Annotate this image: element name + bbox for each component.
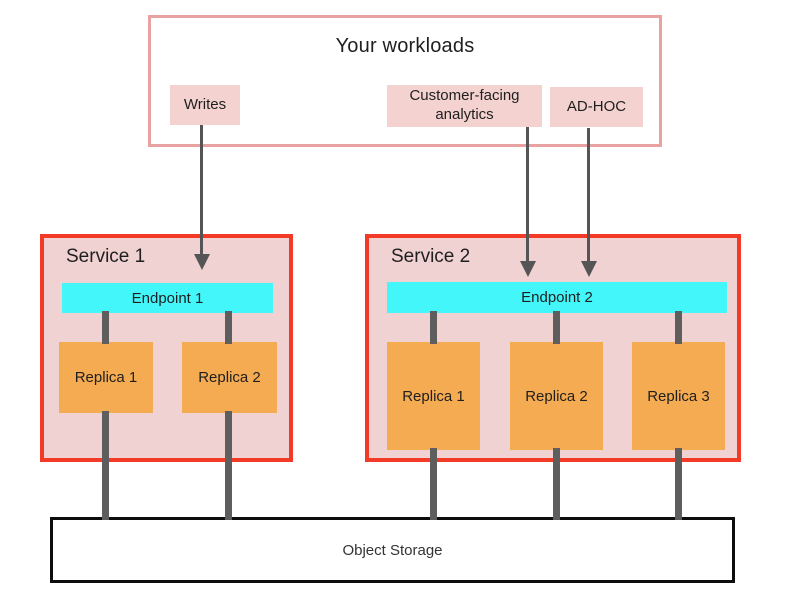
arrow-writes-to-endpoint1-head [194, 254, 210, 270]
connector-s2-endpoint-replica1 [430, 311, 437, 344]
workloads-title: Your workloads [335, 35, 475, 57]
connector-s2-replica1-storage [430, 448, 437, 520]
connector-s1-endpoint-replica1 [102, 311, 109, 344]
service-1-endpoint-label: Endpoint 1 [131, 289, 204, 307]
service-2-replica-2-label: Replica 2 [525, 387, 588, 405]
service-2-replica-2: Replica 2 [510, 342, 603, 450]
arrow-analytics-to-endpoint2-head [520, 261, 536, 277]
workload-customer-facing-analytics-label: Customer-facing analytics [409, 87, 520, 123]
service-2-replica-1-label: Replica 1 [402, 387, 465, 405]
arrow-writes-to-endpoint1-line [200, 125, 203, 256]
workload-writes-label: Writes [183, 95, 227, 113]
service-1-replica-2-label: Replica 2 [198, 369, 261, 386]
service-2-replica-1: Replica 1 [387, 342, 480, 450]
service-1-replica-2: Replica 2 [182, 342, 277, 413]
connector-s2-endpoint-replica2 [553, 311, 560, 344]
arrow-adhoc-to-endpoint2-head [581, 261, 597, 277]
object-storage-label: Object Storage [342, 541, 443, 559]
workload-writes: Writes [170, 85, 240, 125]
service-2-label: Service 2 [391, 246, 471, 267]
workload-ad-hoc: AD-HOC [550, 87, 643, 127]
service-2-box: Service 2 Endpoint 2 Replica 1 Replica 2… [365, 234, 741, 462]
service-1-endpoint: Endpoint 1 [62, 283, 273, 313]
service-1-box: Service 1 Endpoint 1 Replica 1 Replica 2 [40, 234, 293, 462]
service-1-replica-1-label: Replica 1 [74, 369, 138, 386]
service-1-label: Service 1 [66, 246, 146, 267]
service-2-replica-3-label: Replica 3 [647, 387, 710, 405]
workload-customer-facing-analytics: Customer-facing analytics [387, 85, 542, 127]
workloads-box: Your workloads Writes Customer-facing an… [148, 15, 662, 147]
connector-s1-replica2-storage [225, 411, 232, 520]
connector-s2-replica2-storage [553, 448, 560, 520]
workload-ad-hoc-label: AD-HOC [566, 97, 627, 115]
connector-s2-replica3-storage [675, 448, 682, 520]
service-2-replica-3: Replica 3 [632, 342, 725, 450]
object-storage-box: Object Storage [50, 517, 735, 583]
arrow-adhoc-to-endpoint2-line [587, 128, 590, 263]
connector-s1-endpoint-replica2 [225, 311, 232, 344]
connector-s1-replica1-storage [102, 411, 109, 520]
service-1-replica-1: Replica 1 [59, 342, 153, 413]
service-2-endpoint: Endpoint 2 [387, 282, 727, 313]
connector-s2-endpoint-replica3 [675, 311, 682, 344]
service-2-endpoint-label: Endpoint 2 [521, 289, 593, 306]
arrow-analytics-to-endpoint2-line [526, 127, 529, 263]
